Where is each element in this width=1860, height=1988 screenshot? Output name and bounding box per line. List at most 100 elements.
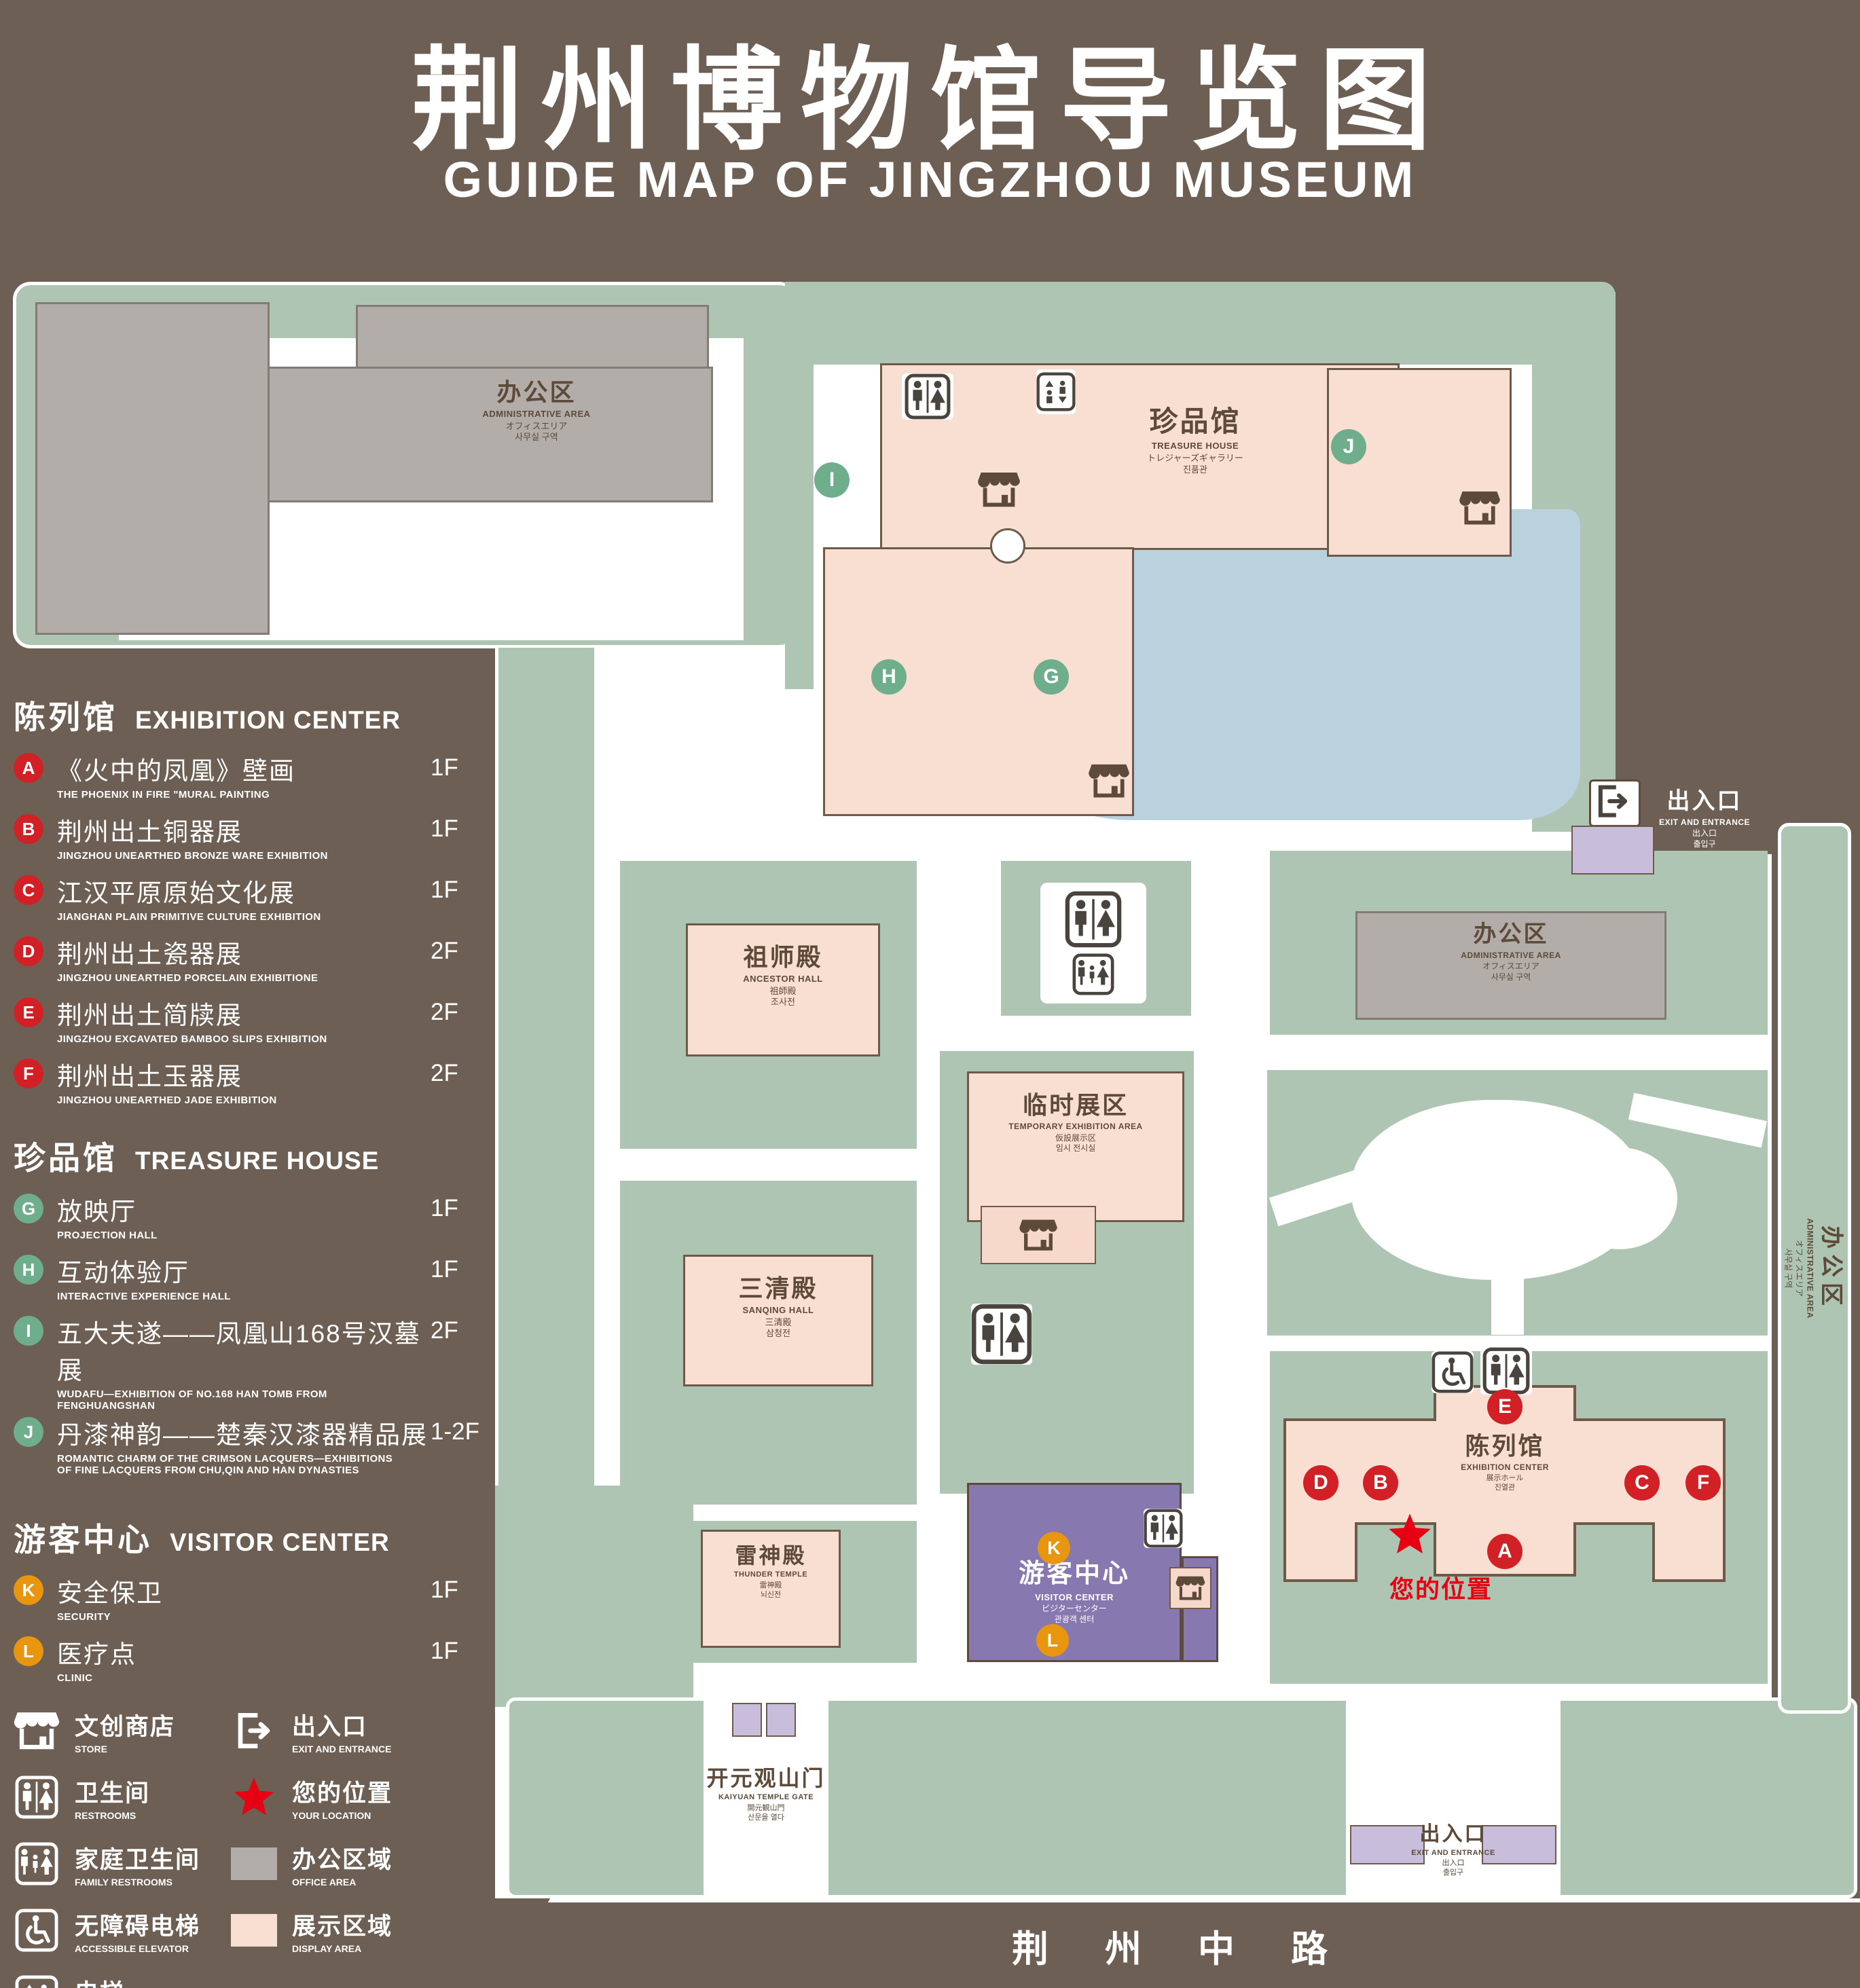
- label-zh: 出入口: [1419, 1823, 1487, 1845]
- legend-item-text: 丹漆神韵——楚秦汉漆器精品展 ROMANTIC CHARM OF THE CRI…: [57, 1414, 431, 1476]
- label-en: TEMPORARY EXHIBITION AREA: [1008, 1122, 1143, 1132]
- label-ko: 출입구: [1693, 839, 1716, 849]
- legend-item-text: 《火中的凤凰》壁画 THE PHOENIX IN FIRE "MURAL PAI…: [57, 750, 431, 800]
- legend-item-floor: 1F: [431, 1577, 458, 1603]
- legend-item-h: H 互动体验厅 INTERACTIVE EXPERIENCE HALL 1F: [14, 1252, 482, 1310]
- map-marker-k: K: [1038, 1532, 1070, 1564]
- label-en: EXIT AND ENTRANCE: [1658, 817, 1751, 827]
- legend-item-zh: 《火中的凤凰》壁画: [57, 757, 295, 785]
- legend-item-zh: 荆州出土瓷器展: [57, 940, 242, 968]
- label-en: ADMINISTRATIVE AREA: [482, 409, 591, 420]
- legend-item-floor: 1F: [431, 1195, 458, 1221]
- label-en: VISITOR CENTER: [1035, 1591, 1114, 1602]
- legend-badge-i: I: [14, 1316, 43, 1346]
- store-icon: [14, 1709, 60, 1752]
- admin-right-label: 办公区 ADMINISTRATIVE AREA オフィスエリア 사무실 구역: [1355, 921, 1666, 982]
- section-title-zh: 珍品馆: [14, 1140, 117, 1176]
- label-zh: 游客中心: [1018, 1560, 1130, 1588]
- legend-badge-h: H: [14, 1255, 43, 1285]
- label-ja: オフィスエリア: [1482, 961, 1539, 972]
- legend-item-floor: 2F: [431, 1060, 458, 1086]
- legend-item-k: K 安全保卫 SECURITY 1F: [14, 1572, 482, 1631]
- sanqing-hall-label: 三清殿 SANQING HALL 三清殿 삼청전: [683, 1274, 873, 1339]
- restroom-icon: [971, 1304, 1032, 1365]
- legend-item-floor: 1-2F: [431, 1418, 479, 1445]
- legend-symbol-en: OFFICE AREA: [292, 1876, 357, 1888]
- legend-badge-l: L: [14, 1636, 43, 1666]
- legend-symbol-text: 无障碍电梯 ACCESSIBLE ELEVATOR: [75, 1907, 200, 1954]
- label-ko: 산문을 열다: [748, 1813, 784, 1822]
- legend-symbols: 文创商店 STORE 出入口 EXIT AND ENTRANCE 卫生间 RES…: [14, 1697, 482, 1988]
- legend-symbol-zh: 电梯: [75, 1974, 125, 1988]
- legend-badge-j: J: [14, 1417, 43, 1447]
- legend-item-zh: 荆州出土玉器展: [57, 1063, 242, 1090]
- label-ja: 仮設展示区: [1055, 1133, 1096, 1143]
- exit-chip: [1589, 779, 1641, 827]
- legend-item-zh: 五大夫遂——凤凰山168号汉墓展: [57, 1320, 421, 1384]
- label-en: KAIYUAN TEMPLE GATE: [718, 1793, 814, 1802]
- legend-item-floor: 2F: [431, 999, 458, 1025]
- legend-item-text: 江汉平原原始文化展 JIANGHAN PLAIN PRIMITIVE CULTU…: [57, 872, 431, 923]
- label-en: THUNDER TEMPLE: [733, 1570, 808, 1579]
- label-en: EXIT AND ENTRANCE: [1411, 1849, 1495, 1857]
- legend-symbol-zh: 无障碍电梯: [75, 1913, 201, 1940]
- visitor-center-label: 游客中心 VISITOR CENTER ビジターセンター 관광객 센터: [967, 1559, 1182, 1624]
- label-ko: 삼청전: [766, 1328, 790, 1339]
- legend-item-en: JINGZHOU UNEARTHED PORCELAIN EXHIBITIONE: [57, 972, 318, 984]
- label-en: ADMINISTRATIVE AREA: [1461, 950, 1561, 960]
- your-location-star-icon: [1387, 1511, 1433, 1558]
- label-ko: 출입구: [1442, 1869, 1464, 1877]
- garden-path: [1491, 1262, 1524, 1335]
- ancestor-hall-building: [686, 923, 880, 1056]
- legend-symbol-accessible-elevator: 无障碍电梯 ACCESSIBLE ELEVATOR: [14, 1897, 231, 1964]
- road: 荆 州 中 路: [503, 1898, 1860, 1988]
- label-ja: 三清殿: [765, 1317, 792, 1327]
- legend-badge-g: G: [14, 1194, 43, 1223]
- legend-item-text: 荆州出土简牍展 JINGZHOU EXCAVATED BAMBOO SLIPS …: [57, 995, 431, 1045]
- exhibition-center-label: 陈列馆 EXHIBITION CENTER 展示ホール 진열관: [1369, 1431, 1641, 1492]
- legend-symbol-zh: 办公区域: [292, 1846, 393, 1873]
- elevator-icon: [14, 1975, 60, 1988]
- label-zh: 办公区: [1818, 1226, 1844, 1311]
- legend-item-zh: 安全保卫: [57, 1579, 163, 1607]
- ancestor-hall-label: 祖师殿 ANCESTOR HALL 祖師殿 조사전: [686, 942, 880, 1008]
- legend-item-text: 荆州出土铜器展 JINGZHOU UNEARTHED BRONZE WARE E…: [57, 811, 431, 862]
- legend-item-en: JINGZHOU UNEARTHED BRONZE WARE EXHIBITIO…: [57, 850, 328, 862]
- legend-item-floor: 1F: [431, 815, 458, 842]
- legend-item-text: 医疗点 CLINIC: [57, 1634, 431, 1684]
- label-ja: 展示ホール: [1486, 1473, 1524, 1482]
- legend-badge-k: K: [14, 1575, 43, 1605]
- family-restroom-icon: [1072, 953, 1114, 995]
- legend-symbol-en: DISPLAY AREA: [292, 1943, 362, 1954]
- legend-item-en: THE PHOENIX IN FIRE "MURAL PAINTING: [57, 789, 270, 800]
- legend-item-text: 五大夫遂——凤凰山168号汉墓展 WUDAFU—EXHIBITION OF NO…: [57, 1313, 431, 1412]
- label-ko: 진열관: [1494, 1483, 1516, 1492]
- legend-item-zh: 丹漆神韵——楚秦汉漆器精品展: [57, 1421, 428, 1449]
- legend-symbol-en: ACCESSIBLE ELEVATOR: [75, 1943, 189, 1954]
- store-stand: [981, 1206, 1096, 1264]
- garden-lawn: [1562, 1147, 1677, 1249]
- restroom-icon: [902, 373, 953, 420]
- legend-symbol-zh: 家庭卫生间: [75, 1846, 201, 1873]
- exit-icon: [1591, 781, 1635, 821]
- thunder-temple-building: [701, 1530, 841, 1648]
- legend-symbol-exit: 出入口 EXIT AND ENTRANCE: [231, 1697, 482, 1764]
- section-title-en: EXHIBITION CENTER: [135, 706, 401, 734]
- admin-building-top-step: [356, 305, 709, 373]
- elevator-icon: [1036, 369, 1076, 414]
- entrance-block: [1571, 826, 1654, 875]
- restroom-icon: [1480, 1347, 1532, 1395]
- treasure-grounds-top: [785, 282, 1616, 365]
- legend-symbol-en: EXIT AND ENTRANCE: [292, 1743, 392, 1754]
- display-area-swatch: [231, 1914, 277, 1947]
- office-area-swatch: [231, 1847, 277, 1880]
- legend-item-zh: 荆州出土简牍展: [57, 1001, 242, 1029]
- label-ja: オフィスエリア: [1794, 1240, 1804, 1297]
- map-marker-e: E: [1487, 1389, 1522, 1424]
- legend-badge-e: E: [14, 997, 43, 1027]
- legend-symbol-text: 电梯 Elevator: [75, 1974, 125, 1988]
- treasure-grounds-left: [785, 282, 814, 689]
- entrance-block: [1482, 1825, 1556, 1864]
- label-en: ANCESTOR HALL: [743, 974, 823, 984]
